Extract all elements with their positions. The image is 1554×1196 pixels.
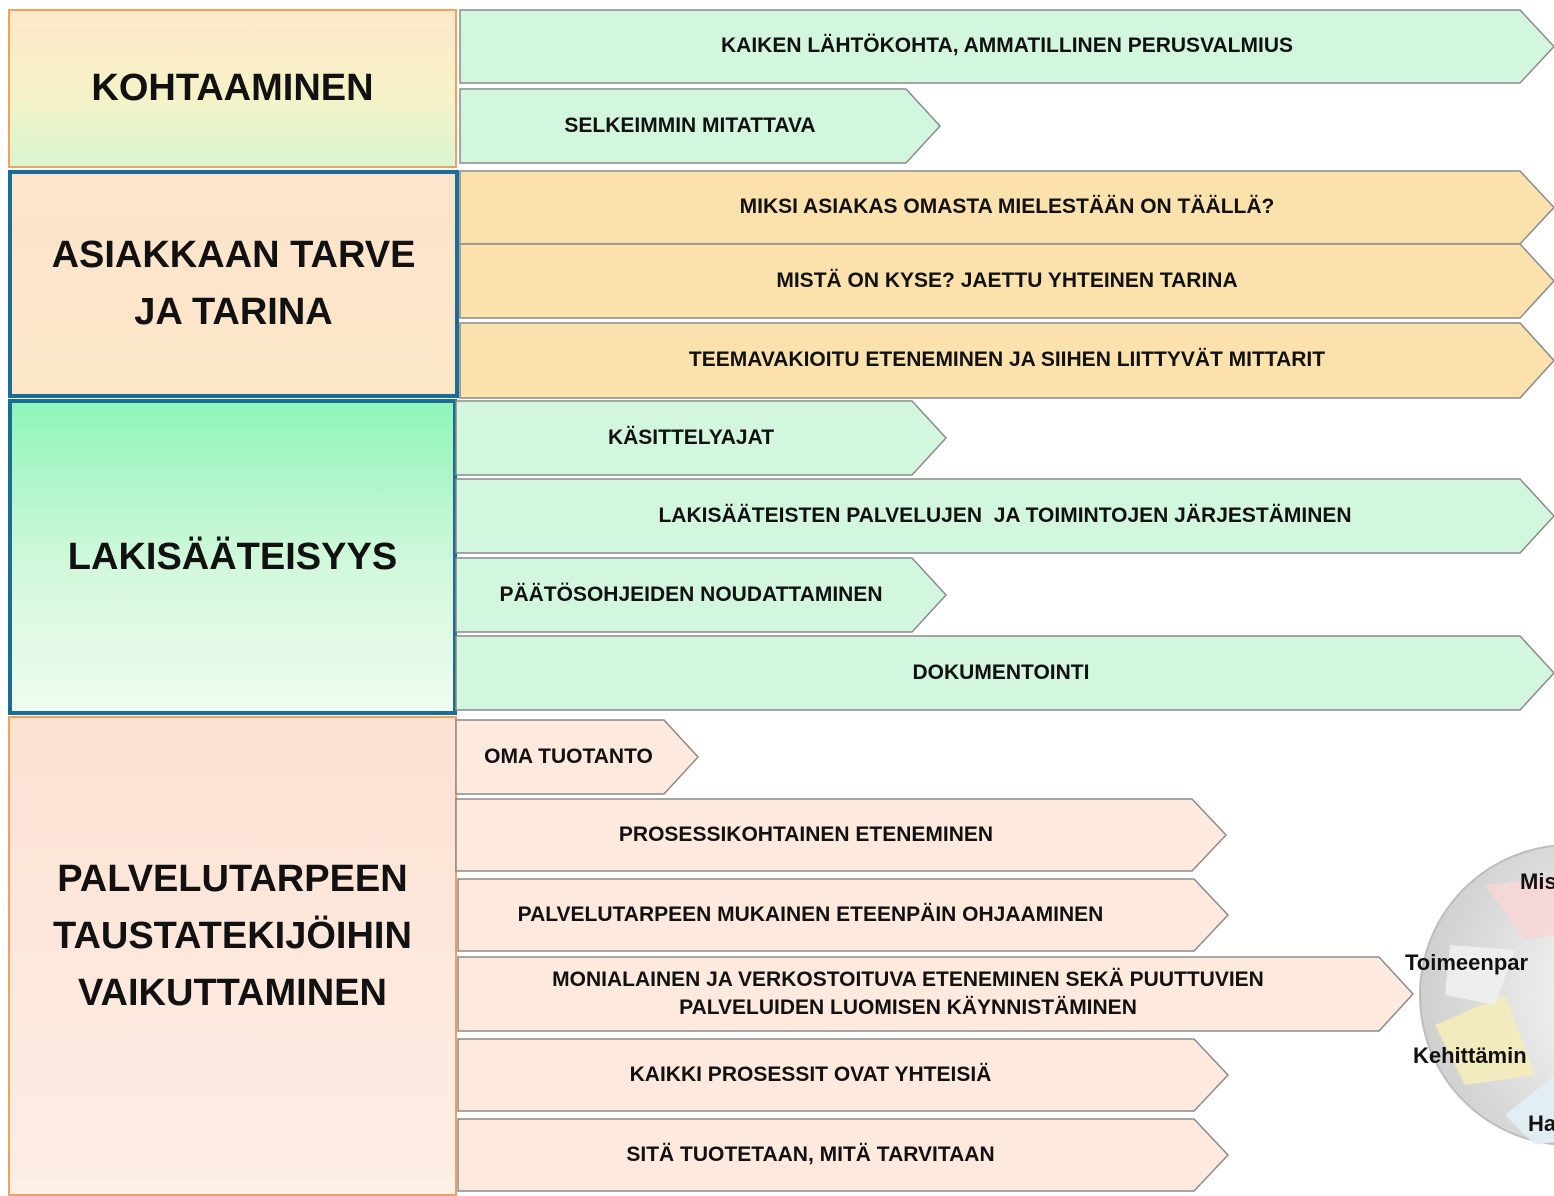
category-line: TAUSTATEKIJÖIHIN (53, 914, 412, 957)
arrow-label: KAIKEN LÄHTÖKOHTA, AMMATILLINEN PERUSVAL… (460, 10, 1554, 83)
arrow-polygon (459, 9, 1554, 84)
arrow-banner: DOKUMENTOINTI (455, 635, 1554, 711)
arrow-label-line: SITÄ TUOTETAAN, MITÄ TARVITAAN (626, 1142, 995, 1166)
arrow-label-line: KÄSITTELYAJAT (607, 425, 775, 449)
arrow-shape (455, 400, 948, 476)
arrow-label-line: PROSESSIKOHTAINEN ETENEMINEN (618, 822, 994, 846)
arrow-label: SELKEIMMIN MITATTAVA (460, 89, 920, 163)
arrow-label: MIKSI ASIAKAS OMASTA MIELESTÄÄN ON TÄÄLL… (460, 171, 1554, 244)
arrow-polygon (459, 322, 1554, 399)
category-line: KOHTAAMINEN (91, 67, 374, 109)
category-asiakkaan-tarve: ASIAKKAAN TARVE JA TARINA (8, 170, 459, 398)
arrow-label-line: KAIKEN LÄHTÖKOHTA, AMMATILLINEN PERUSVAL… (720, 34, 1294, 58)
arrow-shape (457, 1118, 1230, 1192)
arrow-banner: MONIALAINEN JA VERKOSTOITUVA ETENEMINEN … (457, 956, 1415, 1032)
wheel-label-mis: Mis (1520, 869, 1554, 894)
arrow-polygon (457, 878, 1230, 952)
arrow-label: PALVELUTARPEEN MUKAINEN ETEENPÄIN OHJAAM… (458, 879, 1163, 951)
category-palvelutarpeen: PALVELUTARPEEN TAUSTATEKIJÖIHIN VAIKUTTA… (8, 716, 457, 1196)
arrow-banner: KAIKKI PROSESSIT OVAT YHTEISIÄ (457, 1038, 1230, 1112)
arrow-shape (455, 635, 1554, 711)
arrow-shape (459, 243, 1554, 319)
arrow-label: TEEMAVAKIOITU ETENEMINEN JA SIIHEN LIITT… (460, 323, 1554, 398)
arrow-shape (457, 878, 1230, 952)
category-line: ASIAKKAAN TARVE (51, 234, 416, 276)
arrow-label: KAIKKI PROSESSIT OVAT YHTEISIÄ (458, 1039, 1163, 1111)
category-line: LAKISÄÄTEISYYS (67, 535, 398, 578)
arrow-polygon (455, 400, 948, 476)
arrow-banner: PALVELUTARPEEN MUKAINEN ETEENPÄIN OHJAAM… (457, 878, 1230, 952)
category-line: VAIKUTTAMINEN (78, 971, 387, 1014)
arrow-label: OMA TUOTANTO (456, 720, 681, 794)
arrow-banner: OMA TUOTANTO (455, 719, 700, 795)
arrow-label-line: PALVELUTARPEEN MUKAINEN ETEENPÄIN OHJAAM… (517, 902, 1104, 926)
arrow-label-line: PÄÄTÖSOHJEIDEN NOUDATTAMINEN (499, 582, 883, 606)
wheel-label-kehittaminen: Kehittämin (1413, 1043, 1527, 1068)
arrow-label-line: PALVELUIDEN LUOMISEN KÄYNNISTÄMINEN (679, 996, 1137, 1019)
arrow-label-line: MONIALAINEN JA VERKOSTOITUVA ETENEMINEN … (552, 967, 1264, 991)
wheel-label-ha: Ha (1528, 1111, 1554, 1136)
category-kohtaaminen: KOHTAAMINEN (8, 9, 457, 168)
arrow-polygon (457, 1038, 1230, 1112)
arrow-label-line: MISTÄ ON KYSE? JAETTU YHTEINEN TARINA (776, 268, 1238, 292)
arrow-label-line: OMA TUOTANTO (484, 744, 653, 768)
arrow-label: MISTÄ ON KYSE? JAETTU YHTEINEN TARINA (460, 244, 1554, 318)
category-line: JA TARINA (134, 291, 333, 333)
arrow-shape (459, 9, 1554, 84)
arrow-polygon (455, 719, 700, 795)
wheel-label-toimeenpano: Toimeenpar (1405, 950, 1529, 975)
arrow-polygon (459, 170, 1554, 245)
arrow-polygon (455, 635, 1554, 711)
arrow-label: PÄÄTÖSOHJEIDEN NOUDATTAMINEN (456, 558, 926, 632)
arrow-shape (455, 798, 1228, 872)
arrow-banner: KÄSITTELYAJAT (455, 400, 948, 476)
arrow-polygon (455, 798, 1228, 872)
arrow-polygon (459, 243, 1554, 319)
arrow-shape (459, 322, 1554, 399)
arrow-label: LAKISÄÄTEISTEN PALVELUJEN JA TOIMINTOJEN… (456, 479, 1554, 553)
category-line: PALVELUTARPEEN (57, 857, 408, 900)
arrow-shape (455, 478, 1554, 554)
category-lakisaateisyys: LAKISÄÄTEISYYS (8, 399, 457, 715)
arrow-label: PROSESSIKOHTAINEN ETENEMINEN (456, 799, 1156, 871)
arrow-banner: PROSESSIKOHTAINEN ETENEMINEN (455, 798, 1228, 872)
arrow-label: DOKUMENTOINTI (456, 636, 1546, 710)
arrow-label-line: SELKEIMMIN MITATTAVA (564, 113, 816, 137)
arrow-shape (455, 557, 948, 633)
arrow-polygon (455, 557, 948, 633)
arrow-banner: PÄÄTÖSOHJEIDEN NOUDATTAMINEN (455, 557, 948, 633)
arrow-polygon (457, 1118, 1230, 1192)
arrow-banner: KAIKEN LÄHTÖKOHTA, AMMATILLINEN PERUSVAL… (459, 9, 1554, 84)
arrow-banner: SELKEIMMIN MITATTAVA (459, 88, 942, 164)
arrow-label-line: TEEMAVAKIOITU ETENEMINEN JA SIIHEN LIITT… (688, 348, 1326, 372)
arrow-label: MONIALAINEN JA VERKOSTOITUVA ETENEMINEN … (458, 957, 1358, 1031)
arrow-shape (457, 956, 1415, 1032)
arrow-label-line: KAIKKI PROSESSIT OVAT YHTEISIÄ (629, 1062, 992, 1086)
cycle-wheel: Mis Toimeenpar Kehittämin Ha (1395, 835, 1554, 1155)
arrow-label-line: DOKUMENTOINTI (912, 660, 1090, 684)
arrow-shape (459, 170, 1554, 245)
arrow-banner: MIKSI ASIAKAS OMASTA MIELESTÄÄN ON TÄÄLL… (459, 170, 1554, 245)
cycle-wheel-graphic (1419, 844, 1554, 1146)
arrow-polygon (455, 478, 1554, 554)
arrow-polygon (459, 88, 942, 164)
arrow-shape (455, 719, 700, 795)
arrow-label-line: LAKISÄÄTEISTEN PALVELUJEN JA TOIMINTOJEN… (658, 503, 1352, 527)
arrow-banner: LAKISÄÄTEISTEN PALVELUJEN JA TOIMINTOJEN… (455, 478, 1554, 554)
arrow-banner: TEEMAVAKIOITU ETENEMINEN JA SIIHEN LIITT… (459, 322, 1554, 399)
arrow-shape (459, 88, 942, 164)
arrow-label-line: MIKSI ASIAKAS OMASTA MIELESTÄÄN ON TÄÄLL… (739, 195, 1275, 219)
arrow-label: SITÄ TUOTETAAN, MITÄ TARVITAAN (458, 1119, 1163, 1191)
arrow-label: KÄSITTELYAJAT (456, 401, 926, 475)
arrow-banner: SITÄ TUOTETAAN, MITÄ TARVITAAN (457, 1118, 1230, 1192)
arrow-shape (457, 1038, 1230, 1112)
arrow-polygon (457, 956, 1415, 1032)
arrow-banner: MISTÄ ON KYSE? JAETTU YHTEINEN TARINA (459, 243, 1554, 319)
